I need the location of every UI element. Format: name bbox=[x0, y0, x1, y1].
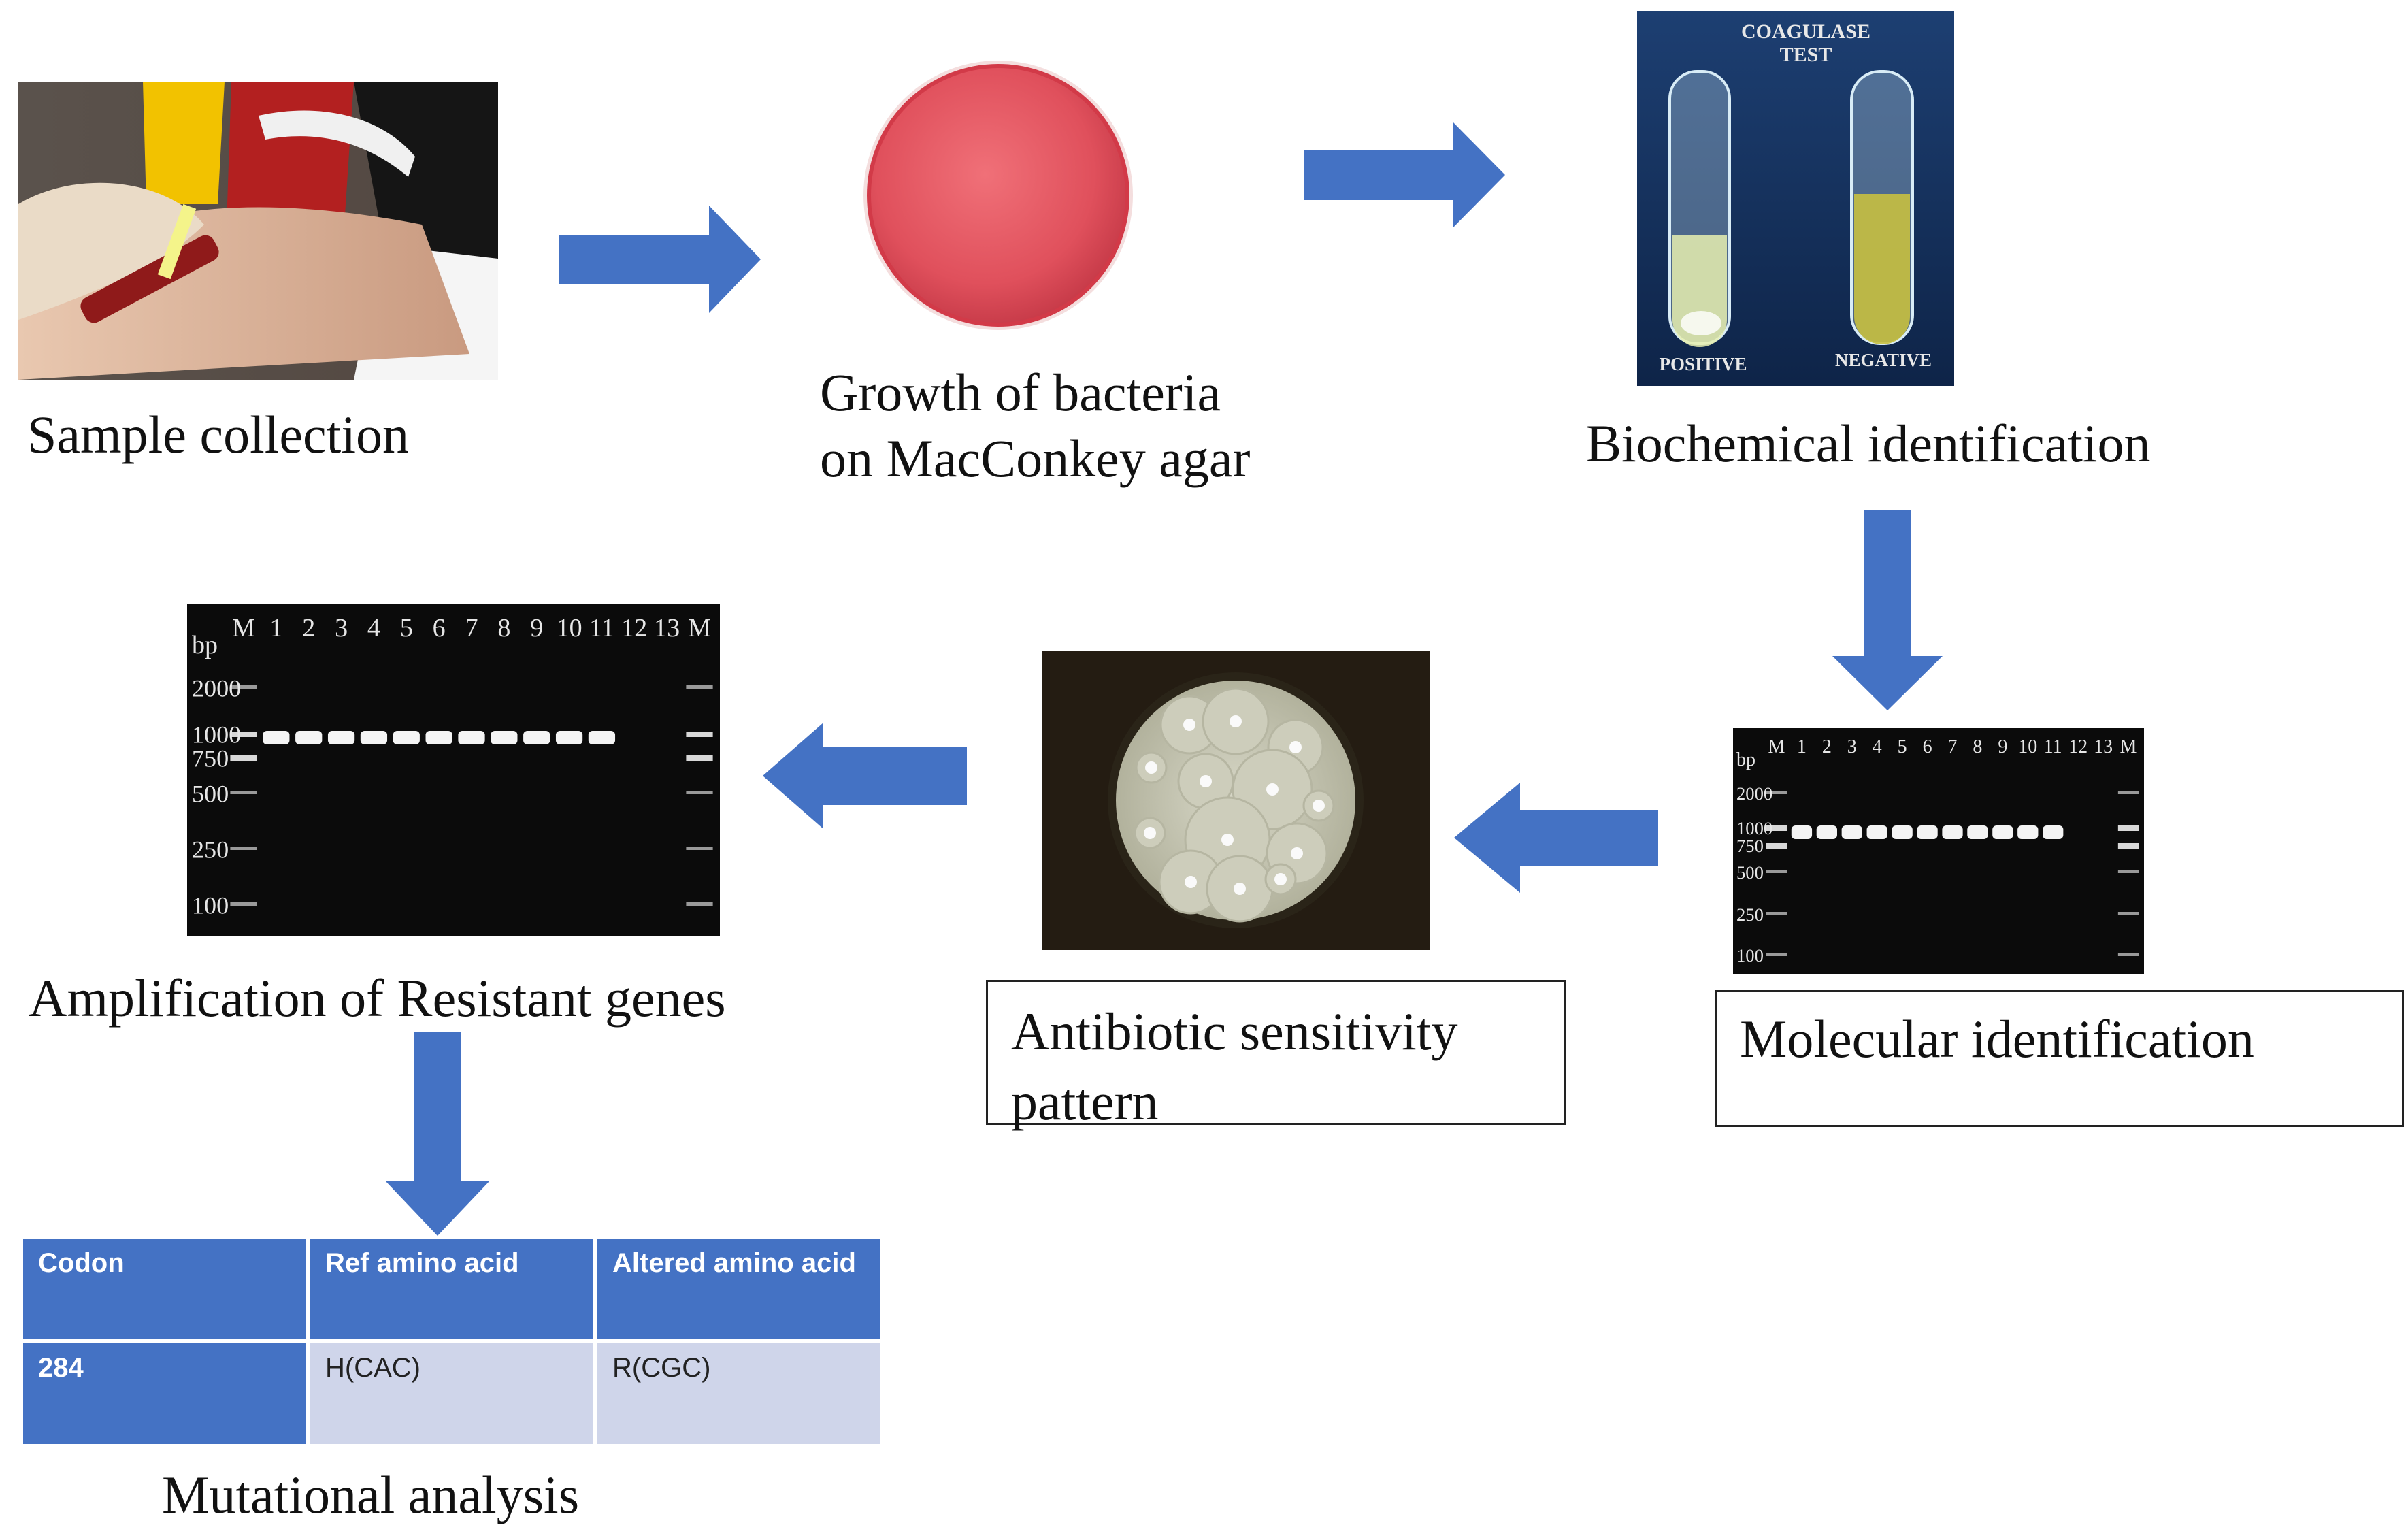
arrow-right-2 bbox=[1304, 122, 1505, 227]
ladder-band bbox=[1766, 791, 1787, 794]
antibiotic-disc bbox=[1185, 876, 1197, 888]
pcr-band bbox=[1866, 825, 1887, 839]
pcr-band bbox=[360, 731, 388, 744]
label-biochemical: Biochemical identification bbox=[1586, 414, 2151, 473]
pcr-band bbox=[1816, 825, 1837, 839]
ladder-band bbox=[1766, 870, 1787, 873]
antibiotic-disc bbox=[1230, 715, 1242, 727]
pcr-band bbox=[1992, 825, 2013, 839]
label-growth-line2: on MacConkey agar bbox=[820, 429, 1251, 488]
header-altered-amino-acid: Altered amino acid bbox=[597, 1239, 880, 1339]
pcr-band bbox=[2043, 825, 2064, 839]
label-growth-line1: Growth of bacteria bbox=[820, 363, 1221, 422]
pcr-band bbox=[588, 731, 616, 744]
ladder-band bbox=[2117, 825, 2139, 831]
ladder-band bbox=[686, 685, 713, 689]
pcr-band bbox=[491, 731, 518, 744]
pcr-band bbox=[393, 731, 420, 744]
antibiotic-disc bbox=[1200, 775, 1212, 787]
antibiotic-plate-photo bbox=[1042, 651, 1430, 950]
antibiotic-label: Antibiotic sensitivity pattern bbox=[1011, 997, 1458, 1137]
arrow-left-1 bbox=[1454, 783, 1658, 893]
ladder-band bbox=[2117, 791, 2139, 794]
ladder-band bbox=[686, 755, 713, 761]
coagulase-test-photo: COAGULASE TEST POSITIVE NEGATIVE bbox=[1637, 11, 1954, 386]
ladder-band bbox=[1766, 912, 1787, 915]
pcr-band bbox=[425, 731, 452, 744]
pcr-band bbox=[1942, 825, 1963, 839]
ladder-band bbox=[1766, 953, 1787, 956]
arrow-left-2 bbox=[763, 723, 967, 829]
antibiotic-disc bbox=[1183, 719, 1195, 731]
header-codon: Codon bbox=[23, 1239, 306, 1339]
ladder-band bbox=[686, 732, 713, 737]
mutation-table: Codon Ref amino acid Altered amino acid … bbox=[19, 1234, 885, 1448]
ladder-band bbox=[1766, 843, 1787, 849]
pcr-band bbox=[263, 731, 290, 744]
ladder-band bbox=[230, 685, 257, 689]
pcr-band bbox=[1791, 825, 1813, 839]
pcr-band bbox=[1841, 825, 1862, 839]
header-ref-amino-acid: Ref amino acid bbox=[310, 1239, 593, 1339]
arrow-down-1 bbox=[1832, 510, 1943, 710]
macconkey-agar-plate bbox=[863, 61, 1133, 330]
antibiotic-disc bbox=[1291, 847, 1303, 859]
antibiotic-disc bbox=[1289, 741, 1302, 753]
ladder-band bbox=[686, 791, 713, 794]
antibiotic-label-box: Antibiotic sensitivity pattern bbox=[986, 980, 1566, 1131]
antibiotic-disc bbox=[1266, 783, 1279, 796]
arrow-right-1 bbox=[559, 206, 761, 313]
pcr-band bbox=[523, 731, 550, 744]
mutation-table-header: Codon Ref amino acid Altered amino acid bbox=[23, 1239, 880, 1339]
ladder-band bbox=[686, 902, 713, 906]
cell-ref-amino-acid: H(CAC) bbox=[310, 1343, 593, 1444]
flow-arrows bbox=[385, 122, 1943, 1236]
ladder-band bbox=[230, 755, 257, 761]
table-row: 284 H(CAC) R(CGC) bbox=[23, 1343, 880, 1444]
ladder-band bbox=[2117, 843, 2139, 849]
ladder-band bbox=[2117, 953, 2139, 956]
label-mutational: Mutational analysis bbox=[162, 1465, 580, 1524]
pcr-band bbox=[1917, 825, 1938, 839]
antibiotic-disc bbox=[1234, 883, 1246, 895]
ladder-band bbox=[2117, 912, 2139, 915]
ladder-band bbox=[1766, 825, 1787, 831]
antibiotic-disc bbox=[1313, 800, 1325, 812]
ladder-band bbox=[230, 791, 257, 794]
pcr-band bbox=[295, 731, 323, 744]
label-molecular: Molecular identification bbox=[1740, 1009, 2254, 1068]
cell-codon: 284 bbox=[23, 1343, 306, 1444]
antibiotic-disc bbox=[1144, 827, 1156, 839]
arrow-down-2 bbox=[385, 1032, 490, 1236]
ladder-band bbox=[230, 902, 257, 906]
label-sample-collection: Sample collection bbox=[27, 405, 410, 464]
pcr-band bbox=[555, 731, 583, 744]
molecular-label-box: Molecular identification bbox=[1715, 990, 2404, 1127]
antibiotic-disc bbox=[1221, 834, 1234, 846]
ladder-band bbox=[230, 847, 257, 850]
label-amplification: Amplification of Resistant genes bbox=[29, 968, 726, 1028]
ladder-band bbox=[230, 732, 257, 737]
pcr-band bbox=[458, 731, 485, 744]
cell-altered-amino-acid: R(CGC) bbox=[597, 1343, 880, 1444]
antibiotic-label-line2: pattern bbox=[1011, 1071, 1159, 1131]
antibiotic-label-line1: Antibiotic sensitivity bbox=[1011, 1002, 1458, 1061]
ladder-band bbox=[686, 847, 713, 850]
pcr-band bbox=[1892, 825, 1913, 839]
ladder-band bbox=[2117, 870, 2139, 873]
pcr-band bbox=[2017, 825, 2039, 839]
pcr-band bbox=[1967, 825, 1988, 839]
sample-collection-photo bbox=[18, 82, 498, 380]
pcr-band bbox=[327, 731, 355, 744]
antibiotic-discs bbox=[1134, 687, 1335, 923]
antibiotic-disc bbox=[1145, 761, 1157, 774]
antibiotic-disc bbox=[1274, 873, 1287, 885]
